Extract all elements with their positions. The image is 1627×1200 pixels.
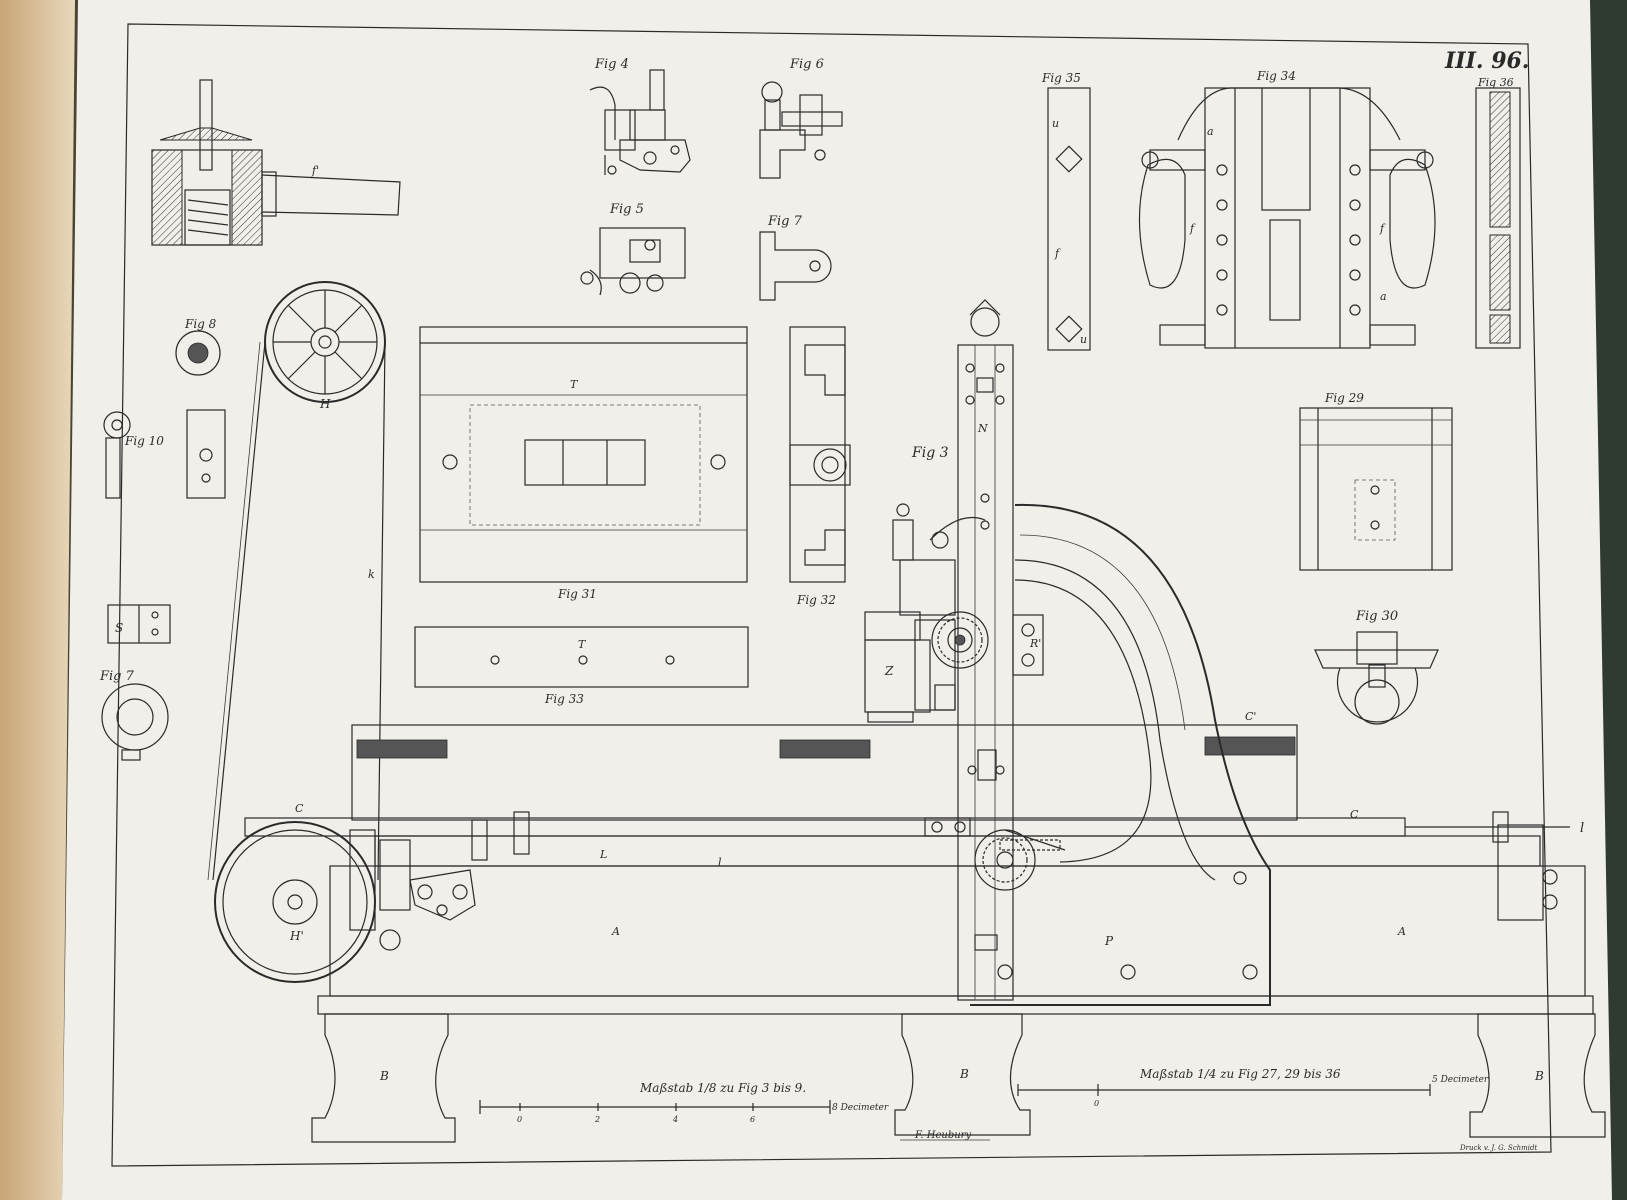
- bed-right-letter: A: [1397, 925, 1406, 938]
- scale-left-tick-8: 8 Decimeter: [832, 1103, 889, 1113]
- scale-left-caption: Maßstab 1/8 zu Fig 3 bis 9.: [639, 1081, 806, 1095]
- fig-34-f-right-letter: f: [1379, 222, 1386, 235]
- frame-p-letter: P: [1104, 934, 1114, 948]
- engraver-signature: F. Heubury: [914, 1130, 971, 1141]
- scale-right-caption: Maßstab 1/4 zu Fig 27, 29 bis 36: [1139, 1067, 1341, 1081]
- fig-5-label: Fig 5: [609, 202, 644, 217]
- foot-right: B: [1469, 1013, 1606, 1138]
- foot-left: B: [311, 1013, 456, 1143]
- rail-c-left-letter: C: [295, 802, 304, 815]
- plate-t-letter: T: [578, 638, 587, 651]
- block-t-letter: T: [570, 378, 579, 391]
- fig-33-drawing: T Fig 33: [414, 626, 749, 706]
- rail-slot-left: [356, 739, 448, 759]
- paper-sheet: [62, 0, 1612, 1200]
- fig-4-label: Fig 4: [594, 57, 629, 72]
- fig-33-label: Fig 33: [544, 692, 584, 706]
- fig-35-drawing: Fig 35 u f u: [1041, 71, 1091, 351]
- fig-34-drawing: Fig 34 a a f f: [1138, 69, 1436, 349]
- pulley-bottom-letter: H': [289, 929, 304, 943]
- fig-35-f-letter: f: [1054, 247, 1061, 260]
- fig-35-label: Fig 35: [1041, 71, 1081, 85]
- block-z-letter: Z: [884, 664, 894, 678]
- curved-frame-p: P: [970, 503, 1271, 1006]
- fig-29-drawing: Fig 29: [1299, 391, 1453, 571]
- fig-32-label: Fig 32: [796, 593, 836, 607]
- scale-left-tick-4: 4: [672, 1115, 678, 1124]
- drive-belt: [212, 341, 386, 881]
- fig-35-u-top-letter: u: [1052, 117, 1059, 130]
- fig-32-drawing: Fig 32: [789, 326, 851, 607]
- fig-7-top-drawing: Fig 7: [759, 214, 832, 301]
- fig-7-left-drawing: S Fig 7: [99, 604, 171, 761]
- machine-bed: C' C C L l l A A: [244, 710, 1594, 1015]
- fig-34-a-right-letter: a: [1380, 290, 1387, 303]
- ring-r-letter: R': [1029, 637, 1041, 650]
- column-n-letter: N: [977, 422, 988, 435]
- fig-6-drawing: Fig 6: [759, 57, 843, 179]
- fig-35-u-bottom-letter: u: [1080, 333, 1087, 346]
- scale-right: Maßstab 1/4 zu Fig 27, 29 bis 36 0 5 Dec…: [1017, 1067, 1489, 1108]
- fig-8-drawing: Fig 8: [175, 317, 221, 376]
- fig-3-label: Fig 3: [911, 445, 949, 461]
- fig-30-drawing: Fig 30: [1314, 609, 1439, 725]
- scale-left-tick-0: 0: [517, 1115, 522, 1124]
- rail-slot-right: [1204, 736, 1296, 756]
- bed-front-letter: A: [611, 925, 620, 938]
- fig-31-label: Fig 31: [557, 587, 597, 601]
- rail-slot-mid: [779, 739, 871, 759]
- pulley-top-letter: H: [319, 397, 331, 411]
- fig-36-drawing: Fig 36: [1475, 76, 1521, 349]
- rod-l-left-letter: L: [599, 848, 607, 861]
- plate-number: III. 96.: [1444, 48, 1529, 74]
- svg-text:f': f': [311, 164, 319, 177]
- fig-10-drawing: Fig 10: [103, 409, 226, 499]
- scale-left-tick-6: 6: [750, 1115, 755, 1124]
- rail-c-upper: [351, 724, 1298, 821]
- fig-7-left-label: Fig 7: [99, 669, 135, 684]
- belt-k-letter: k: [368, 568, 375, 581]
- fig-10-label: Fig 10: [124, 434, 164, 448]
- fig-6-label: Fig 6: [789, 57, 824, 72]
- fig-7-top-label: Fig 7: [767, 214, 803, 229]
- fig-8-label: Fig 8: [184, 317, 217, 331]
- fig-36-label: Fig 36: [1477, 76, 1514, 89]
- foot-mid-letter: B: [959, 1067, 969, 1081]
- scale-left: Maßstab 1/8 zu Fig 3 bis 9. 0 2 4 6 8 De…: [479, 1081, 889, 1124]
- left-end-fittings: [349, 811, 971, 951]
- fig-34-a-left-letter: a: [1207, 125, 1214, 138]
- foot-right-letter: B: [1534, 1069, 1544, 1083]
- tool-head: Z: [864, 503, 986, 723]
- rod-l-right-letter: l: [1580, 821, 1584, 836]
- right-end-bracket: [1492, 811, 1558, 921]
- plate-border: [111, 23, 1552, 1167]
- printer-note: Druck v. J. G. Schmidt: [1459, 1144, 1538, 1152]
- fig-34-f-left-letter: f: [1189, 222, 1196, 235]
- scale-right-tick-0: 0: [1094, 1099, 1099, 1108]
- clamp-s-letter: S: [115, 621, 123, 635]
- left-book-edge: [0, 0, 75, 1200]
- fig-5-drawing: Fig 5: [580, 202, 686, 296]
- fig-30-label: Fig 30: [1355, 609, 1398, 624]
- fig-34-label: Fig 34: [1256, 69, 1296, 83]
- bearing-section-drawing: f': [151, 79, 401, 246]
- scale-right-tick-5: 5 Decimeter: [1432, 1075, 1489, 1085]
- scale-left-tick-2: 2: [594, 1115, 600, 1124]
- rod-l-mid-letter: l: [718, 856, 722, 869]
- fig-31-drawing: T Fig 31: [419, 326, 748, 601]
- rail-c-mid-letter: C: [1350, 808, 1359, 821]
- foot-middle: B: [894, 1013, 1031, 1136]
- fig-29-label: Fig 29: [1324, 391, 1364, 405]
- fig-4-drawing: Fig 4: [589, 57, 691, 175]
- rail-c-top-letter: C': [1245, 710, 1256, 723]
- foot-left-letter: B: [379, 1069, 389, 1083]
